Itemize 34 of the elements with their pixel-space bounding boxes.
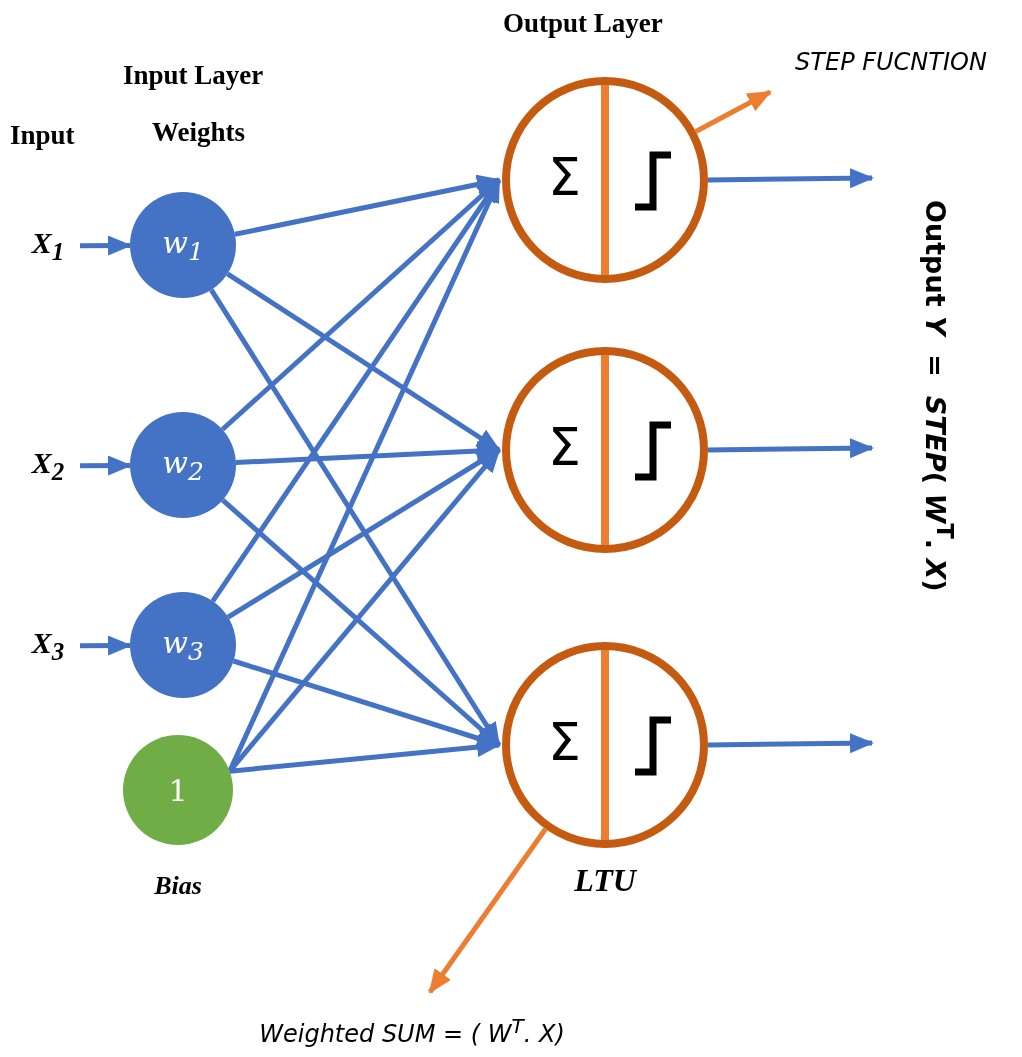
input-variable: X$_{3}$ [16,626,80,666]
arrow [707,438,874,459]
annotation-text: Weighted SUM = ( W$^{T}$. X) [222,1010,602,1052]
arrow [80,635,132,656]
bias-caption: Bias [153,870,203,902]
leader-arrow [694,89,772,134]
sum-symbol: Σ [548,421,581,473]
arrow [80,455,132,476]
arrow [221,498,501,747]
weight-circle: w$_{2}$ [130,412,236,518]
arrow [234,174,501,237]
weight-circle: w$_{3}$ [130,592,236,698]
arrow [232,658,501,748]
sum-symbol: Σ [548,151,581,203]
arrow [209,288,502,747]
input-variable: X$_{1}$ [16,226,80,266]
arrow [707,168,874,189]
arrow [80,235,132,256]
layer-heading: Input Layer [123,60,264,91]
weight-circle: 1 [123,735,233,845]
arrow [707,733,874,754]
arrow [235,441,501,465]
arrow [229,737,501,774]
weight-circle: w$_{1}$ [130,192,236,298]
arrow [220,178,501,432]
leader-arrow [427,827,548,994]
sum-symbol: Σ [548,716,581,768]
neuron-caption: LTU [573,860,638,900]
arrow [226,447,501,620]
annotation-text: STEP FUCNTION [762,42,1020,82]
input-variable: X$_{2}$ [16,446,80,486]
layer-heading: Weights [152,117,245,148]
layer-heading: Output Layer [503,8,663,39]
layer-heading: Input [10,120,75,151]
